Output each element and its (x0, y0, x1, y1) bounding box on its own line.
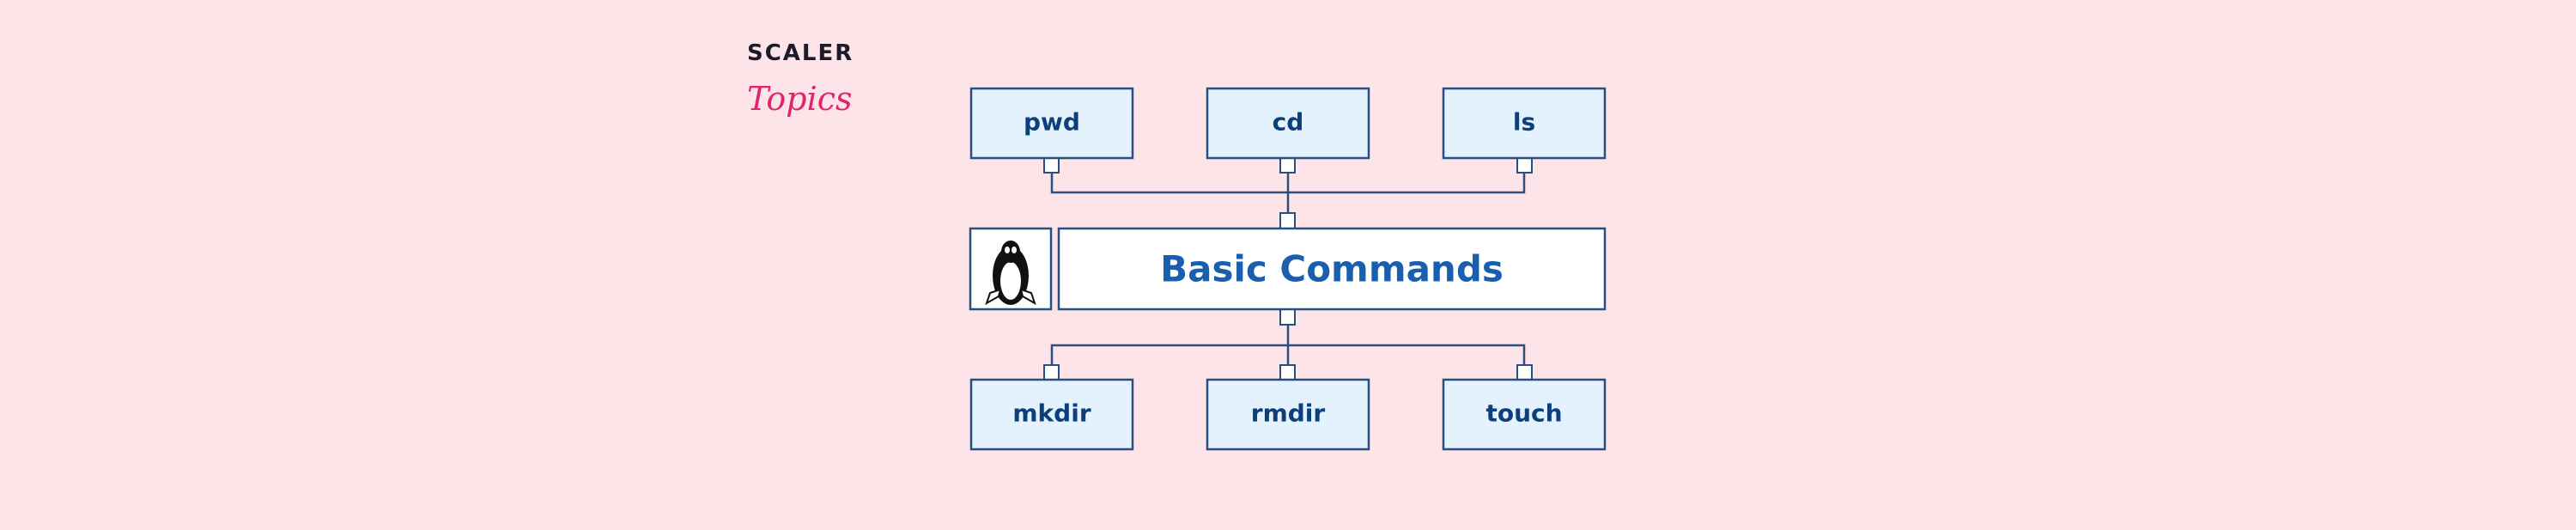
connector-port (1043, 157, 1060, 174)
connector-port (1516, 157, 1533, 174)
command-label: touch (1485, 399, 1562, 428)
command-node-rmdir: rmdir (1206, 378, 1370, 451)
central-title: Basic Commands (1160, 248, 1504, 290)
command-label: pwd (1024, 108, 1080, 137)
command-node-ls: ls (1442, 87, 1607, 160)
connector-port (1279, 212, 1296, 229)
command-label: cd (1273, 108, 1304, 137)
command-node-mkdir: mkdir (969, 378, 1134, 451)
connector-port (1516, 364, 1533, 381)
connector-port (1279, 308, 1296, 326)
scaler-topics-logo: SCALER Topics (747, 40, 854, 118)
connector-port (1043, 364, 1060, 381)
bottom-connectors (1043, 308, 1533, 381)
connector-port (1279, 157, 1296, 174)
command-label: ls (1513, 108, 1535, 137)
command-node-cd: cd (1206, 87, 1370, 160)
bottom-connector-lines (1050, 324, 1526, 365)
top-connector-lines (1050, 173, 1526, 212)
command-label: rmdir (1251, 399, 1326, 428)
connector-port (1279, 364, 1296, 381)
central-node-basic-commands: Basic Commands (1057, 227, 1607, 311)
top-connectors (1043, 157, 1533, 229)
logo-text-scaler: SCALER (747, 40, 854, 66)
linux-penguin-icon (985, 241, 1036, 306)
linux-icon-box (969, 227, 1053, 311)
command-label: mkdir (1012, 399, 1091, 428)
logo-text-topics: Topics (747, 80, 853, 118)
command-node-touch: touch (1442, 378, 1607, 451)
command-node-pwd: pwd (969, 87, 1134, 160)
